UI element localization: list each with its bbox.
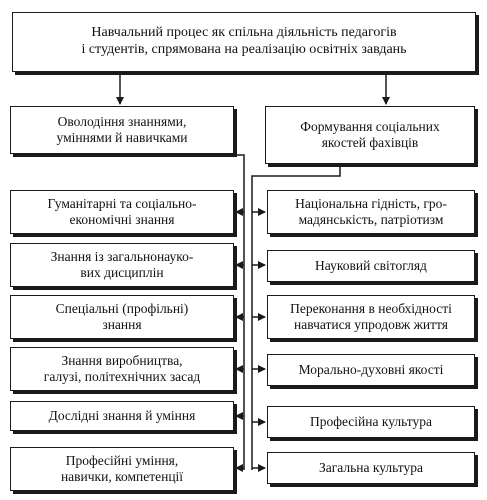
left-header-text: Оволодіння знаннями, уміннями й навичкам… [56, 114, 188, 145]
right-item-label: Професійна культура [309, 414, 432, 430]
right-trunk [251, 166, 341, 470]
left-item-label: Професійні уміння, навички, компетенції [60, 453, 184, 484]
right-item-general-culture: Загальна культура [267, 452, 475, 484]
left-trunk [200, 154, 245, 470]
right-item-label: Загальна культура [318, 460, 423, 476]
left-item-general-science: Знання із загальнонауко- вих дисциплін [10, 243, 234, 287]
left-item-production: Знання виробництва, галузі, політехнічни… [10, 347, 234, 391]
right-item-moral-qualities: Морально-духовні якості [267, 354, 475, 386]
left-item-label: Знання виробництва, галузі, політехнічни… [43, 353, 201, 384]
left-item-label: Гуманітарні та соціально- економічні зна… [47, 196, 197, 227]
left-item-professional-skills: Професійні уміння, навички, компетенції [10, 447, 234, 491]
right-item-lifelong-learning: Переконання в необхідності навчатися упр… [267, 295, 475, 339]
left-item-research: Дослідні знання й уміння [10, 401, 234, 431]
left-item-humanities: Гуманітарні та соціально- економічні зна… [10, 190, 234, 234]
left-header-box: Оволодіння знаннями, уміннями й навичкам… [10, 106, 234, 154]
right-item-national-dignity: Національна гідність, гро- мадянськість,… [267, 190, 475, 234]
top-process-text: Навчальний процес як спільна діяльність … [81, 25, 407, 57]
right-item-professional-culture: Професійна культура [267, 406, 475, 438]
left-item-label: Спеціальні (профільні) знання [55, 301, 189, 332]
right-item-label: Науковий світогляд [315, 258, 427, 274]
left-item-special: Спеціальні (профільні) знання [10, 295, 234, 339]
left-item-label: Знання із загальнонауко- вих дисциплін [50, 249, 194, 280]
top-process-box: Навчальний процес як спільна діяльність … [12, 12, 476, 72]
right-item-scientific-worldview: Науковий світогляд [267, 250, 475, 282]
right-item-label: Морально-духовні якості [298, 362, 444, 378]
right-header-box: Формування соціальних якостей фахівців [265, 106, 475, 164]
right-item-label: Національна гідність, гро- мадянськість,… [295, 196, 447, 227]
left-item-label: Дослідні знання й уміння [48, 408, 196, 424]
right-header-text: Формування соціальних якостей фахівців [300, 119, 440, 150]
right-item-label: Переконання в необхідності навчатися упр… [290, 301, 452, 332]
